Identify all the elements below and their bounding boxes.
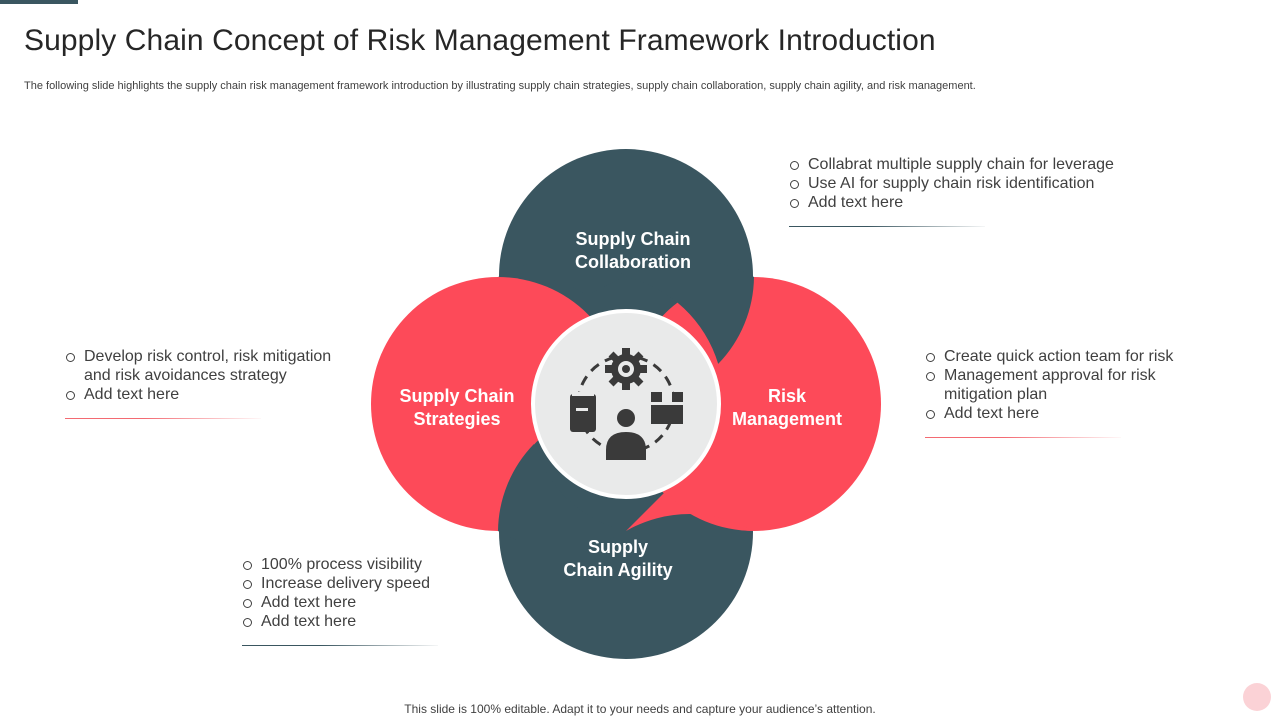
package-box-icon	[651, 392, 683, 424]
corner-decoration	[1243, 683, 1271, 711]
bullet-item: Develop risk control, risk mitigation an…	[65, 347, 355, 385]
text-block-right: Create quick action team for risk Manage…	[925, 347, 1195, 438]
label-risk-management-line2: Management	[731, 409, 843, 429]
text-block-bottom-left: 100% process visibility Increase deliver…	[242, 555, 472, 646]
bullet-item: Management approval for risk mitigation …	[925, 366, 1195, 404]
slide-subtitle: The following slide highlights the suppl…	[24, 80, 976, 92]
label-agility-line1: Supply	[587, 537, 648, 557]
bullet-item: Add text here	[789, 193, 1149, 212]
block-divider	[789, 226, 985, 227]
overlap-top-left	[498, 259, 626, 296]
storage-bin-icon	[570, 392, 596, 432]
label-collaboration-line2: Collaboration	[575, 252, 691, 272]
overlap-bottom-right	[626, 492, 753, 531]
label-agility-line2: Chain Agility	[563, 560, 673, 580]
bullet-item: Add text here	[65, 385, 355, 404]
slide-title: Supply Chain Concept of Risk Management …	[24, 24, 936, 57]
text-block-left: Develop risk control, risk mitigation an…	[65, 347, 355, 419]
slide-footer: This slide is 100% editable. Adapt it to…	[404, 702, 876, 716]
label-collaboration-line1: Supply Chain	[575, 229, 691, 249]
block-divider	[242, 645, 438, 646]
block-divider	[925, 437, 1121, 438]
text-block-top-right: Collabrat multiple supply chain for leve…	[789, 155, 1149, 227]
gear-icon	[605, 348, 647, 390]
bullet-item: Collabrat multiple supply chain for leve…	[789, 155, 1149, 174]
block-divider	[65, 418, 261, 419]
overlap-bottom-left	[498, 444, 626, 549]
label-collaboration: Supply Chain Collaboration	[523, 228, 743, 274]
overlap-top-right	[626, 259, 754, 364]
label-agility: Supply Chain Agility	[508, 536, 728, 582]
bullet-item: Increase delivery speed	[242, 574, 472, 593]
bullet-item: Use AI for supply chain risk identificat…	[789, 174, 1149, 193]
label-strategies-line2: Strategies	[413, 409, 501, 429]
accent-bar	[0, 0, 78, 4]
label-strategies: Supply Chain Strategies	[347, 385, 567, 431]
bullet-item: Create quick action team for risk	[925, 347, 1195, 366]
bullet-item: Add text here	[242, 612, 472, 631]
person-icon	[606, 409, 646, 460]
label-risk-management-line1: Risk	[767, 386, 807, 406]
label-strategies-line1: Supply Chain	[399, 386, 515, 406]
bullet-item: Add text here	[242, 593, 472, 612]
center-hub	[531, 309, 721, 499]
bullet-item: Add text here	[925, 404, 1195, 423]
bullet-item: 100% process visibility	[242, 555, 472, 574]
label-risk-management: Risk Management	[677, 385, 897, 431]
